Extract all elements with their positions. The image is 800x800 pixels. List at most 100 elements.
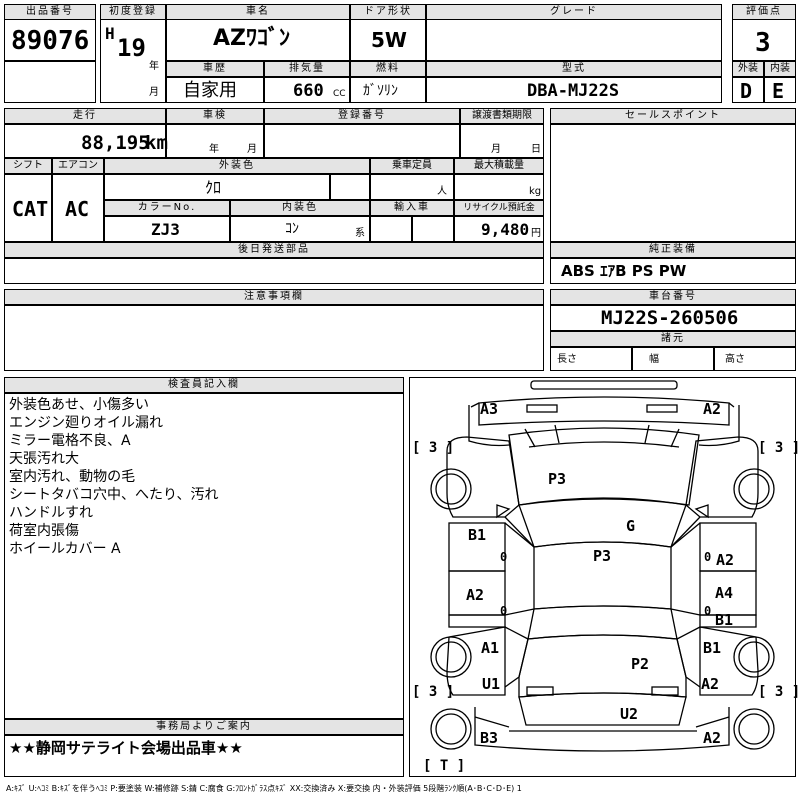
later-parts-box <box>4 258 544 284</box>
lot-no-header: 出品番号 <box>4 4 96 20</box>
recycle-unit: 円 <box>531 228 541 239</box>
first-reg-header: 初度登録 <box>100 4 166 20</box>
mileage-box: 88,195 km <box>4 124 168 158</box>
remark-line: シートタバコ穴中、へたり、汚れ <box>9 487 219 503</box>
color-box: ｸﾛ <box>104 174 330 200</box>
notes-box <box>4 305 544 371</box>
remark-line: 天張汚れ大 <box>9 451 79 467</box>
chassis-value: MJ22S-260506 <box>601 307 739 329</box>
mark-glass: G <box>626 517 636 535</box>
mark-rear-right-corner: A2 <box>703 729 722 747</box>
displacement-box: 660 CC <box>264 77 350 103</box>
inspector-header: 検査員記入欄 <box>4 377 404 393</box>
tire-front-left: [ 3 ] <box>412 440 455 456</box>
shift-box: CAT <box>4 174 52 242</box>
capacity-header: 乗車定員 <box>370 158 454 174</box>
remark-line: 室内汚れ、動物の毛 <box>9 469 136 485</box>
tire-rear-left: [ 3 ] <box>412 684 455 700</box>
remark-line: 外装色あせ、小傷多い <box>9 397 149 413</box>
lot-extra-box <box>4 61 96 103</box>
lot-number: 89076 <box>11 26 90 56</box>
deadline-month-unit: 月 <box>491 144 501 155</box>
color-extra-box <box>330 174 370 200</box>
color-no-value: ZJ3 <box>151 220 180 239</box>
exterior-grade: D <box>740 79 753 103</box>
reg-no-header: 登録番号 <box>264 108 460 124</box>
equipment-header: 純正装備 <box>550 242 796 258</box>
exterior-header: 外装 <box>732 61 764 77</box>
model-box: AZﾜｺﾞﾝ <box>166 19 350 61</box>
remark-line: 荷室内張傷 <box>9 523 79 539</box>
displacement-unit: CC <box>333 89 346 99</box>
equipment-value: ABS ｴｱB PS PW <box>561 262 687 280</box>
mark-roof: P3 <box>593 547 612 565</box>
mark-tailgate: U2 <box>620 705 639 723</box>
deadline-header: 譲渡書類期限 <box>460 108 544 124</box>
color-header: 外装色 <box>104 158 370 174</box>
car-diagram-drawing <box>430 380 775 752</box>
mark-left-rear-door: A2 <box>466 586 485 604</box>
first-reg-box: H 19 年 月 <box>100 19 166 103</box>
door-type: 5W <box>371 28 407 52</box>
mileage-header: 走行 <box>4 108 166 124</box>
remark-line: ハンドルすれ <box>9 505 93 521</box>
type-value: DBA-MJ22S <box>527 81 620 101</box>
fuel-box: ｶﾞｿﾘﾝ <box>350 77 426 103</box>
inspection-month-unit: 月 <box>247 144 257 155</box>
month-unit: 月 <box>149 87 159 98</box>
fuel-header: 燃料 <box>350 61 426 77</box>
grade-box <box>426 19 722 61</box>
mark-right-rear-door-sub: 0 <box>704 604 712 618</box>
score-value: 3 <box>755 28 771 58</box>
interior-color-box: ｺﾝ 系 <box>230 216 370 242</box>
color-no-header: カラーNo. <box>104 200 230 216</box>
mark-rear-left-corner: B3 <box>480 729 499 747</box>
legend: A:ｷｽﾞ U:ﾍｺﾐ B:ｷｽﾞを伴うﾍｺﾐ P:要塗装 W:補修跡 S:錆 … <box>6 784 522 793</box>
remark-line: エンジン廻りオイル漏れ <box>9 415 163 431</box>
inspection-year-unit: 年 <box>209 144 219 155</box>
recycle-box: 9,480 円 <box>454 216 544 242</box>
load-box: kg <box>454 174 544 200</box>
inspection-box: 年 月 <box>166 124 264 158</box>
car-diagram-panel <box>409 377 796 777</box>
length-box: 長さ <box>550 347 632 371</box>
model-header: 車名 <box>166 4 350 20</box>
reg-year: 19 <box>117 34 146 62</box>
displacement-header: 排気量 <box>264 61 350 77</box>
door-box: 5W <box>350 19 426 61</box>
mark-left-sill: U1 <box>482 675 501 693</box>
chassis-header: 車台番号 <box>550 289 796 305</box>
interior-color-header: 内装色 <box>230 200 370 216</box>
capacity-unit: 人 <box>437 186 447 197</box>
mark-hood: P3 <box>548 470 567 488</box>
lot-no-box: 89076 <box>4 19 96 61</box>
year-unit: 年 <box>149 61 159 72</box>
remark-line: ミラー電格不良、A <box>9 433 131 449</box>
mark-right-sill: A2 <box>701 675 720 693</box>
tire-front-right: [ 3 ] <box>758 440 800 456</box>
ac-header: エアコン <box>52 158 104 174</box>
load-header: 最大積載量 <box>454 158 544 174</box>
ac-value: AC <box>65 197 90 221</box>
mark-front-right-corner: A2 <box>703 400 722 418</box>
deadline-box: 月 日 <box>460 124 544 158</box>
color-no-box: ZJ3 <box>104 216 230 242</box>
import-box-b <box>412 216 454 242</box>
width-label: 幅 <box>649 354 659 365</box>
height-label: 高さ <box>725 354 745 365</box>
notes-header: 注意事項欄 <box>4 289 544 305</box>
score-box: 3 <box>732 19 796 61</box>
tire-rear-right: [ 3 ] <box>758 684 800 700</box>
color-value: ｸﾛ <box>205 178 222 197</box>
equipment-box: ABS ｴｱB PS PW <box>550 258 796 284</box>
deadline-day-unit: 日 <box>531 144 541 155</box>
recycle-header: リサイクル預託金 <box>454 200 544 216</box>
spare-tire: [ T ] <box>423 758 466 774</box>
mark-front-left-corner: A3 <box>480 400 499 418</box>
office-message: ★★静岡サテライト会場出品車★★ <box>9 739 243 757</box>
door-header: ドア形状 <box>350 4 426 20</box>
type-header: 型式 <box>426 61 722 77</box>
mark-right-rear-fender: B1 <box>703 639 722 657</box>
ac-box: AC <box>52 174 104 242</box>
load-unit: kg <box>529 186 542 197</box>
